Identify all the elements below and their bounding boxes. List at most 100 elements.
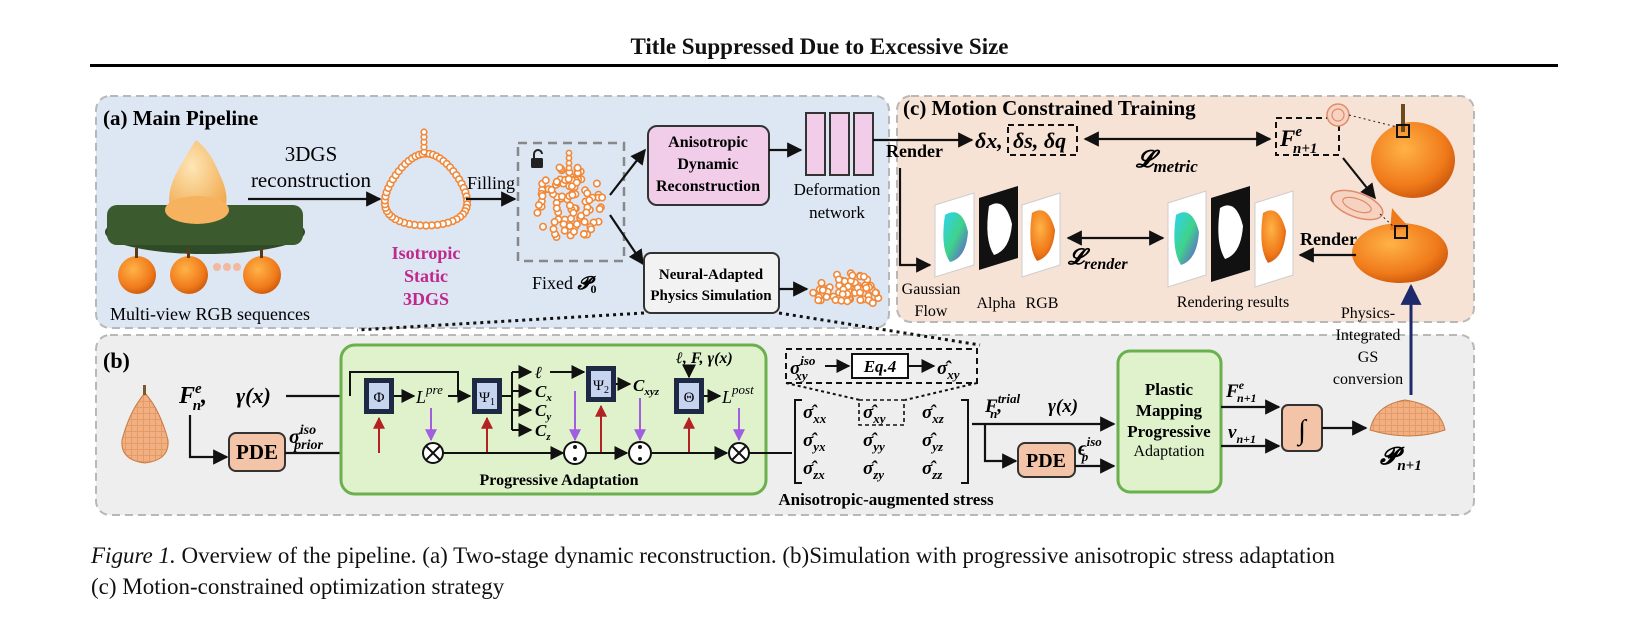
eq4-dashed-frame (785, 348, 978, 384)
deformation-network-bar-2 (829, 112, 850, 176)
fixed-points-box (516, 141, 626, 263)
label-gaussian-1: Gaussian (902, 281, 961, 298)
filled-point-cloud (533, 149, 607, 242)
stress-to-pde2-arrow (983, 424, 1018, 469)
isotropic-point-ring (380, 128, 472, 230)
eq4-label: Eq.4 (863, 357, 897, 376)
deformation-network-bar-3 (853, 112, 874, 176)
F-next-box (1275, 117, 1340, 156)
gamma-input-label: γ(x) (236, 383, 271, 408)
figure-caption: Figure 1. Overview of the pipeline. (a) … (91, 540, 1561, 602)
deformation-label-2: network (809, 203, 865, 222)
voxel-fruit-input (121, 385, 169, 464)
delta-x: δx, (975, 128, 1003, 153)
anisotropic-label-2: Dynamic (677, 156, 738, 173)
label-alpha: Alpha (976, 295, 1015, 312)
zoom-line-left (356, 311, 645, 332)
delta-sq: δs, δq (1013, 128, 1066, 153)
theta-inputs-label: ℓ, F, γ(x) (675, 350, 733, 367)
caption-line-1: Overview of the pipeline. (a) Two-stage … (175, 543, 1335, 568)
plastic-label-3: Progressive (1127, 422, 1211, 441)
anisotropic-label-1: Anisotropic (668, 134, 748, 151)
neural-label-2: Physics Simulation (650, 288, 772, 304)
anisotropic-label-3: Reconstruction (656, 178, 760, 195)
label-rgb: RGB (1026, 295, 1059, 312)
plastic-label-1: Plastic (1145, 380, 1194, 399)
eq-zoom-left (785, 382, 861, 401)
caption-label: Figure 1. (91, 543, 176, 568)
cxyz-label: Cxyz (633, 376, 660, 398)
psi2-block: Ψ2 (586, 366, 616, 402)
reconstruction-label-1: 3DGS (285, 142, 338, 166)
ell-label: ℓ (535, 363, 542, 382)
panel-b-title: (b) (103, 348, 130, 373)
pipeline-figure: (a) Main Pipeline Multi-view RGB sequenc… (95, 95, 1475, 516)
psi1-block: Ψ1 (472, 378, 502, 414)
label-gaussian-2: Flow (915, 303, 948, 320)
fixed-label: Fixed 𝓟0 (532, 273, 597, 296)
eq-zoom-right (904, 382, 978, 401)
L-post-label: Lpost (721, 382, 754, 407)
rendering-results-label: Rendering results (1177, 294, 1289, 311)
pde-label: PDE (236, 440, 278, 464)
isotropic-label-3: 3DGS (403, 289, 449, 309)
eq4-box (851, 353, 909, 379)
progressive-adaptation-box (339, 343, 768, 496)
plastic-label-2: Mapping (1136, 401, 1203, 420)
progressive-adaptation-label: Progressive Adaptation (480, 472, 639, 489)
plastic-mapping-box (1116, 349, 1223, 494)
panel-a-title: (a) Main Pipeline (103, 106, 258, 130)
pde2-box (1017, 442, 1076, 478)
delta-sq-box (1007, 124, 1078, 156)
branch-arrow-down (609, 214, 644, 266)
input-to-pde-arrow (188, 415, 229, 465)
hadamard-operator-2 (628, 441, 652, 465)
deformed-fruit-bottom (1330, 189, 1448, 283)
conversion-label-1: Physics- (1341, 305, 1395, 322)
deformed-fruit-top (1326, 103, 1455, 198)
psi1-output-fanout (502, 372, 513, 430)
conversion-label-2: Integrated (1336, 327, 1401, 344)
gamma2-label: γ(x) (1048, 396, 1078, 417)
render-arrow-down (898, 168, 932, 273)
L-pre-label: Lpre (415, 382, 443, 407)
conversion-label-3: GS (1358, 349, 1378, 366)
conversion-label-4: conversion (1333, 371, 1403, 388)
svg-text:Φ: Φ (374, 390, 385, 406)
rendered-cards-left (934, 186, 1061, 278)
multiply-operator-2 (728, 442, 750, 464)
cz-label: Cz (535, 421, 551, 443)
hadamard-operator-1 (563, 441, 587, 465)
theta-block: Θ (674, 378, 704, 414)
input-images (105, 140, 305, 294)
rendered-cards-right (1167, 186, 1294, 288)
filling-label: Filling (467, 173, 515, 193)
input-caption: Multi-view RGB sequences (110, 304, 310, 324)
pde2-label: PDE (1026, 450, 1066, 472)
neural-physics-simulation-box (643, 252, 780, 314)
deformation-network-bar-1 (805, 112, 826, 176)
isotropic-label-2: Static (404, 266, 448, 286)
simulated-point-cloud (809, 269, 883, 307)
lock-icon (531, 149, 543, 168)
title-rule (90, 64, 1558, 67)
render-right-label: Render (1300, 229, 1357, 249)
plastic-label-4: Adaptation (1133, 443, 1204, 460)
integral-symbol: ∫ (1296, 415, 1308, 447)
svg-text:Θ: Θ (684, 390, 695, 406)
neural-label-1: Neural-Adapted (659, 267, 764, 283)
svg-text:Ψ2: Ψ2 (593, 378, 609, 396)
caption-line-2: (c) Motion-constrained optimization stra… (91, 574, 505, 599)
stress-caption: Anisotropic-augmented stress (778, 490, 994, 509)
page-title: Title Suppressed Due to Excessive Size (630, 34, 1009, 59)
zoom-line-right (778, 311, 981, 347)
reconstruction-label-2: reconstruction (251, 168, 372, 192)
isotropic-label-1: Isotropic (392, 243, 461, 263)
branch-arrow-up (609, 148, 646, 196)
v-next-label: vn+1 (1228, 422, 1256, 446)
